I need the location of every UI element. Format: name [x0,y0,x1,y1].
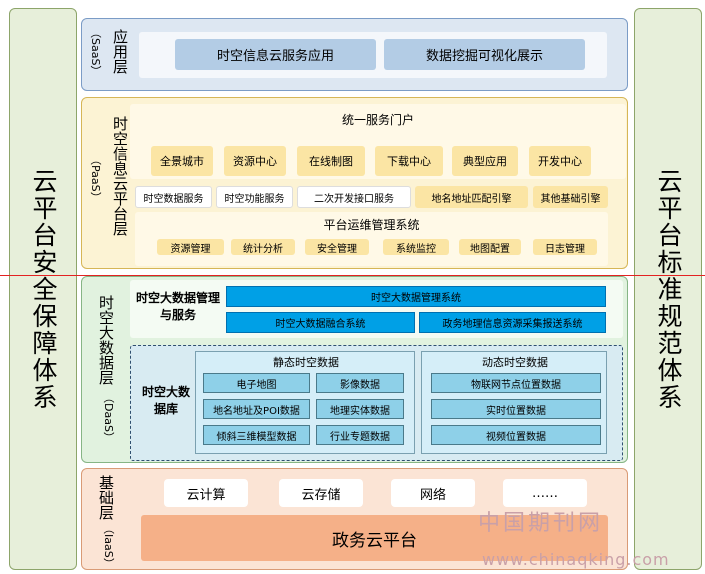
watermark-url: www.chinaqking.com [482,550,670,569]
paas-label: 时空信息云平台层 [111,116,129,236]
standards-pillar: 云平台标准规范体系 [634,8,702,570]
paas-layer: （PaaS） 时空信息云平台层 统一服务门户 全景城市 资源中心 在线制图 下载… [81,97,628,269]
service-item-4: 地名地址匹配引擎 [415,186,528,208]
service-item-2: 时空功能服务 [216,186,293,208]
iaas-item-3: 网络 [391,479,475,507]
portal-item-6: 开发中心 [529,146,591,176]
ops-title: 平台运维管理系统 [323,217,420,232]
mgmt-system: 时空大数据管理系统 [226,286,606,307]
saas-label: 应用层 [111,29,129,74]
static-item-1: 电子地图 [203,373,310,393]
standards-pillar-label: 云平台标准规范体系 [654,167,683,411]
portal-item-3: 在线制图 [297,146,365,176]
static-item-4: 地理实体数据 [316,399,404,419]
security-pillar: 云平台安全保障体系 [9,8,77,570]
daas-sublabel: （DaaS） [102,392,115,443]
daas-label: 时空大数据层 [97,295,115,385]
collection-system: 政务地理信息资源采集报送系统 [419,312,606,333]
portal-title: 统一服务门户 [341,112,414,127]
portal-item-2: 资源中心 [224,146,286,176]
portal-item-5: 典型应用 [452,146,518,176]
ops-panel: 平台运维管理系统 资源管理 统计分析 安全管理 系统监控 地图配置 日志管理 [135,212,608,266]
security-pillar-label: 云平台安全保障体系 [29,167,58,411]
static-item-5: 倾斜三维模型数据 [203,425,310,445]
saas-item-2: 数据挖掘可视化展示 [384,39,585,70]
iaas-item-1: 云计算 [164,479,248,507]
static-title: 静态时空数据 [273,356,339,369]
static-item-2: 影像数据 [316,373,404,393]
db-panel: 时空大数据库 静态时空数据 电子地图 影像数据 地名地址及POI数据 地理实体数… [130,345,623,461]
paas-sublabel: （PaaS） [89,154,102,203]
dynamic-item-2: 实时位置数据 [431,399,601,419]
dynamic-title: 动态时空数据 [482,356,548,369]
saas-panel: 时空信息云服务应用 数据挖掘可视化展示 [139,32,607,78]
watermark-site-name: 中国期刊网 [478,511,604,536]
gov-cloud-platform: 政务云平台 [141,515,608,561]
ops-item-3: 安全管理 [305,239,369,255]
service-item-3: 二次开发接口服务 [297,186,411,208]
service-item-5: 其他基础引擎 [533,186,608,208]
saas-item-1: 时空信息云服务应用 [175,39,376,70]
dynamic-data-panel: 动态时空数据 物联网节点位置数据 实时位置数据 视频位置数据 [421,351,607,454]
static-data-panel: 静态时空数据 电子地图 影像数据 地名地址及POI数据 地理实体数据 倾斜三维模… [195,351,415,454]
service-item-1: 时空数据服务 [135,186,212,208]
portal-item-1: 全景城市 [151,146,213,176]
ops-item-5: 地图配置 [459,239,521,255]
daas-layer: 时空大数据层 （DaaS） 时空大数据管理与服务 时空大数据管理系统 时空大数据… [81,276,628,463]
dynamic-item-3: 视频位置数据 [431,425,601,445]
portal-panel: 统一服务门户 全景城市 资源中心 在线制图 下载中心 典型应用 开发中心 [130,104,626,179]
db-label: 时空大数据库 [141,385,190,416]
ops-item-1: 资源管理 [157,239,224,255]
static-item-3: 地名地址及POI数据 [203,399,310,419]
iaas-label: 基础层 [97,475,115,520]
iaas-layer: 基础层 （IaaS） 云计算 云存储 网络 …… 政务云平台 [81,468,628,570]
saas-layer: （SaaS） 应用层 时空信息云服务应用 数据挖掘可视化展示 [81,18,628,91]
divider-line [0,275,705,276]
ops-item-4: 系统监控 [383,239,449,255]
saas-sublabel: （SaaS） [89,27,102,77]
fusion-system: 时空大数据融合系统 [226,312,415,333]
iaas-item-2: 云存储 [279,479,363,507]
ops-item-6: 日志管理 [533,239,597,255]
iaas-item-4: …… [503,479,587,507]
dynamic-item-1: 物联网节点位置数据 [431,373,601,393]
iaas-sublabel: （IaaS） [102,523,115,569]
mgmt-label: 时空大数据管理与服务 [135,291,220,322]
ops-item-2: 统计分析 [231,239,295,255]
static-item-6: 行业专题数据 [316,425,404,445]
mgmt-panel: 时空大数据管理与服务 时空大数据管理系统 时空大数据融合系统 政务地理信息资源采… [130,280,623,338]
portal-item-4: 下载中心 [375,146,443,176]
